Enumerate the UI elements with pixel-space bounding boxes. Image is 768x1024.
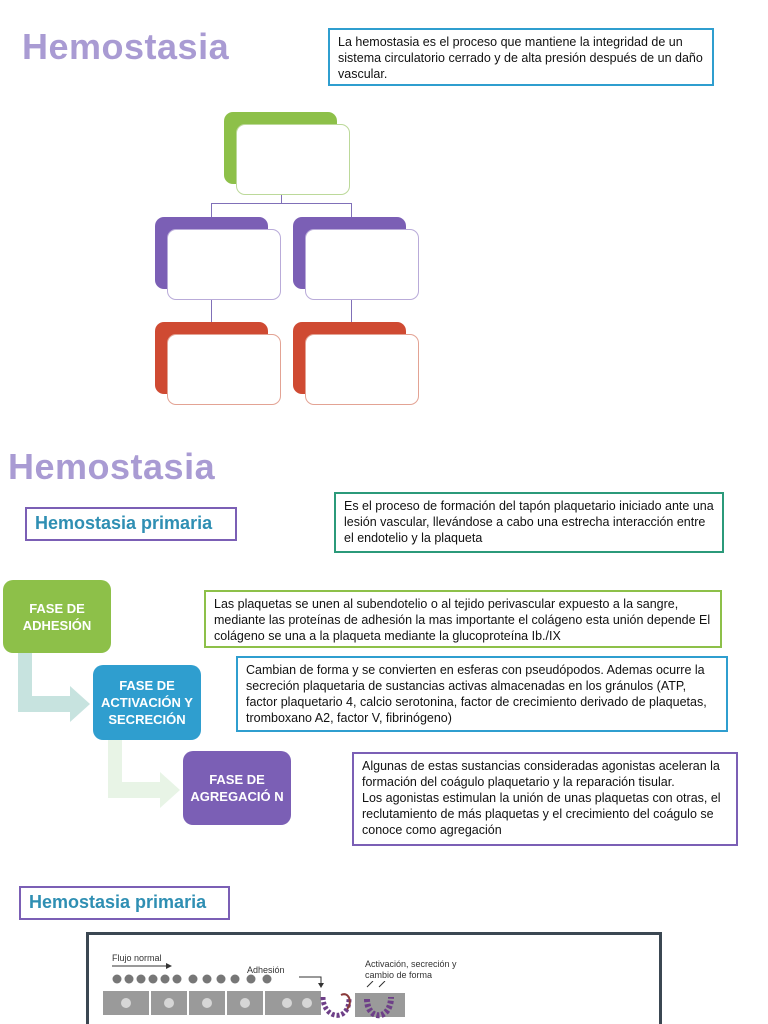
connector-root xyxy=(281,194,282,204)
subtitle-primaria-2: Hemostasia primaria xyxy=(19,886,230,920)
page-title-1: Hemostasia xyxy=(22,26,230,67)
root-node-label: Hemostasia xyxy=(263,153,323,166)
left-level2-label: Hemostasia primaria xyxy=(173,258,275,271)
left-level3-label: Reclutamiento y activación de las plaque… xyxy=(183,342,265,397)
subtitle-primaria-1: Hemostasia primaria xyxy=(25,507,237,541)
adhesion-platelet-icon xyxy=(320,993,352,1018)
phase-adhesion: FASE DE ADHESIÓN xyxy=(3,580,111,653)
definition-box: Es el proceso de formación del tapón pla… xyxy=(334,492,724,553)
phase-agregacion-text-2: Los agonistas estimulan la unión de unas… xyxy=(362,791,721,837)
phase-activacion: FASE DE ACTIVACIÓN Y SECRECIÓN xyxy=(93,665,201,740)
right-level3-node: Activación del sistema de coagulación co… xyxy=(305,334,419,405)
adhesion-arrow-icon xyxy=(299,976,324,988)
page-title-2: Hemostasia xyxy=(8,446,216,487)
phase-activacion-text: Cambian de forma y se convierten en esfe… xyxy=(236,656,728,732)
phase-adhesion-label: FASE DE ADHESIÓN xyxy=(22,600,92,633)
left-level2-node: Hemostasia primaria xyxy=(167,229,281,300)
activated-platelet-icon xyxy=(364,981,394,1019)
phase-agregacion-text-1: Algunas de estas sustancias consideradas… xyxy=(362,759,720,789)
root-node: Hemostasia xyxy=(236,124,350,195)
arrow-1-icon xyxy=(18,652,90,722)
platelets-flow xyxy=(112,974,272,984)
phase-agregacion-text: Algunas de estas sustancias consideradas… xyxy=(352,752,738,846)
right-level2-label: Hemostasia secundaria xyxy=(332,251,392,278)
left-level3-node: Reclutamiento y activación de las plaque… xyxy=(167,334,281,405)
connector-left-down xyxy=(211,289,212,322)
endothelium xyxy=(103,991,321,1015)
connector-left xyxy=(211,203,212,217)
flow-arrow-icon xyxy=(112,963,172,969)
arrow-2-icon xyxy=(108,738,180,808)
connector-right-down xyxy=(351,289,352,322)
description-box: La hemostasia es el proceso que mantiene… xyxy=(328,28,714,86)
diagram-label-adhesion: Adhesión xyxy=(247,965,285,975)
right-level2-node: Hemostasia secundaria xyxy=(305,229,419,300)
platelet-diagram: Flujo normal Adhesión Activación, secrec… xyxy=(86,932,662,1024)
connector-right xyxy=(351,203,352,217)
phase-adhesion-text: Las plaquetas se unen al subendotelio o … xyxy=(204,590,722,648)
phase-agregacion: FASE DE AGREGACIÓ N xyxy=(183,751,291,825)
right-level3-label: Activación del sistema de coagulación co… xyxy=(316,342,408,397)
endothelium-right xyxy=(355,993,405,1017)
diagram-label-activation: Activación, secreción y cambio de forma xyxy=(365,959,457,980)
phase-activacion-label: FASE DE ACTIVACIÓN Y SECRECIÓN xyxy=(101,678,193,727)
phase-agregacion-label: FASE DE AGREGACIÓ N xyxy=(190,772,284,804)
diagram-label-flow: Flujo normal xyxy=(112,953,162,963)
